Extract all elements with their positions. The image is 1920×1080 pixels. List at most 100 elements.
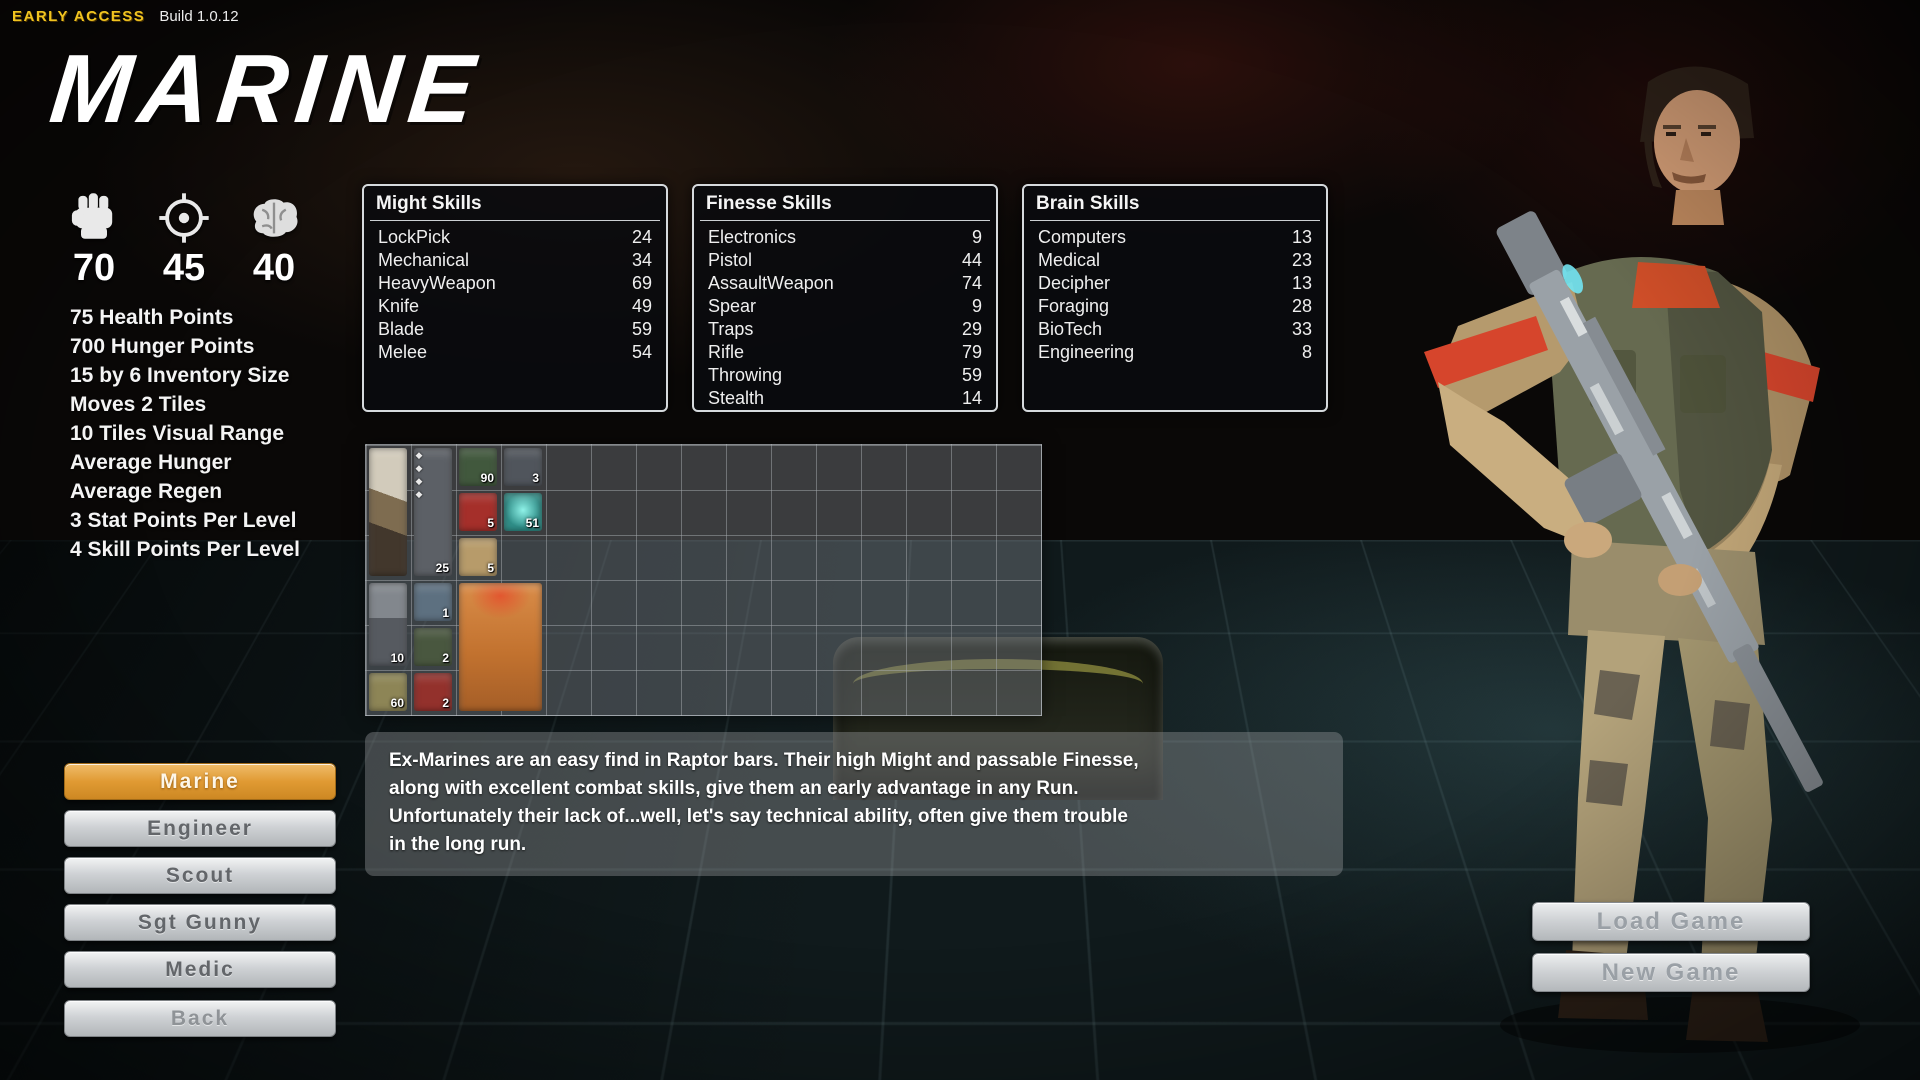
inventory-item-machete[interactable]	[369, 448, 407, 576]
stat-line: 15 by 6 Inventory Size	[70, 364, 290, 387]
attr-finesse: 45	[148, 192, 220, 290]
early-access-label: EARLY ACCESS	[12, 8, 146, 25]
skill-name: Rifle	[708, 342, 745, 362]
build-version-label: Build 1.0.12	[159, 8, 239, 25]
inventory-item-ration-pack[interactable]: 5	[459, 538, 497, 576]
skill-name: LockPick	[378, 227, 451, 247]
panel-title: Might Skills	[376, 193, 482, 214]
inventory-item-canned-food[interactable]: 5	[459, 493, 497, 531]
skill-value: 9	[971, 296, 982, 316]
stat-line: 4 Skill Points Per Level	[70, 538, 300, 561]
skill-value: 24	[631, 227, 652, 247]
item-count: 2	[442, 651, 449, 665]
class-button-marine[interactable]: Marine	[64, 763, 336, 800]
item-count: 25	[435, 561, 449, 575]
description-line: Ex-Marines are an easy find in Raptor ba…	[389, 750, 1139, 771]
load-game-button[interactable]: Load Game	[1532, 902, 1810, 941]
inventory-item-energy-cell[interactable]: 51	[504, 493, 542, 531]
skill-value: 23	[1291, 250, 1312, 270]
stat-line: Average Regen	[70, 480, 223, 503]
attr-might: 70	[58, 192, 130, 290]
class-button-scout[interactable]: Scout	[64, 857, 336, 894]
description-line: in the long run.	[389, 834, 527, 855]
skill-value: 29	[961, 319, 982, 339]
inventory-item-bandolier[interactable]: ◆◆◆◆25	[414, 448, 452, 576]
skill-name: Knife	[378, 296, 420, 316]
item-count: 5	[487, 516, 494, 530]
skill-value: 33	[1291, 319, 1312, 339]
skill-row-computers: Computers 13	[1024, 226, 1326, 249]
stat-line: 3 Stat Points Per Level	[70, 509, 297, 532]
skill-name: HeavyWeapon	[378, 273, 496, 293]
panel-title: Finesse Skills	[706, 193, 832, 214]
class-button-medic[interactable]: Medic	[64, 951, 336, 988]
skill-row-lockpick: LockPick 24	[364, 226, 666, 249]
class-button-sgt-gunny[interactable]: Sgt Gunny	[64, 904, 336, 941]
skill-name: Traps	[708, 319, 754, 339]
item-count: 90	[480, 471, 494, 485]
skill-name: Computers	[1038, 227, 1127, 247]
skill-name: Mechanical	[378, 250, 470, 270]
skill-row-foraging: Foraging 28	[1024, 295, 1326, 318]
inventory-item-rifle-ammo-box[interactable]: 90	[459, 448, 497, 486]
skill-name: Foraging	[1038, 296, 1110, 316]
class-button-engineer[interactable]: Engineer	[64, 810, 336, 847]
skill-name: Melee	[378, 342, 428, 362]
skill-value: 8	[1301, 342, 1312, 362]
back-button[interactable]: Back	[64, 1000, 336, 1037]
skill-name: Decipher	[1038, 273, 1111, 293]
skill-row-rifle: Rifle 79	[694, 341, 996, 364]
skill-value: 49	[631, 296, 652, 316]
skill-row-knife: Knife 49	[364, 295, 666, 318]
inventory-item-pistol-ammo[interactable]: 60	[369, 673, 407, 711]
panel-divider	[1030, 220, 1320, 221]
inventory-item-frag-grenade[interactable]: 2	[414, 628, 452, 666]
inventory-item-ammo-clip[interactable]: 3	[504, 448, 542, 486]
skill-name: Medical	[1038, 250, 1101, 270]
skill-value: 79	[961, 342, 982, 362]
skill-name: Pistol	[708, 250, 753, 270]
skill-value: 13	[1291, 273, 1312, 293]
inventory-item-incendiary-grenade[interactable]: 2	[414, 673, 452, 711]
skill-value: 13	[1291, 227, 1312, 247]
item-count: 1	[442, 606, 449, 620]
skill-value: 34	[631, 250, 652, 270]
finesse-value: 45	[162, 247, 206, 289]
new-game-button[interactable]: New Game	[1532, 953, 1810, 992]
inventory-item-pistol[interactable]: 10	[369, 583, 407, 666]
attr-brain: 40	[238, 192, 310, 290]
skill-value: 14	[961, 388, 982, 408]
stat-line: Moves 2 Tiles	[70, 393, 207, 416]
skill-row-medical: Medical 23	[1024, 249, 1326, 272]
inventory-grid[interactable]: ◆◆◆◆25 90 3 5 51 5 10 1 2 60 2	[365, 444, 1042, 716]
inventory-item-armor-vest[interactable]	[459, 583, 542, 711]
might-value: 70	[72, 247, 116, 289]
skill-name: Throwing	[708, 365, 783, 385]
item-count: 2	[442, 696, 449, 710]
skill-value: 28	[1291, 296, 1312, 316]
description-line: Unfortunately their lack of...well, let'…	[389, 806, 1128, 827]
skill-row-mechanical: Mechanical 34	[364, 249, 666, 272]
class-description: Ex-Marines are an easy find in Raptor ba…	[365, 732, 1343, 876]
skill-value: 9	[971, 227, 982, 247]
skill-name: Blade	[378, 319, 425, 339]
item-count: 5	[487, 561, 494, 575]
crosshair-icon	[158, 192, 210, 244]
description-line: along with excellent combat skills, give…	[389, 778, 1079, 799]
inventory-item-canteen[interactable]: 1	[414, 583, 452, 621]
item-count: 60	[390, 696, 404, 710]
